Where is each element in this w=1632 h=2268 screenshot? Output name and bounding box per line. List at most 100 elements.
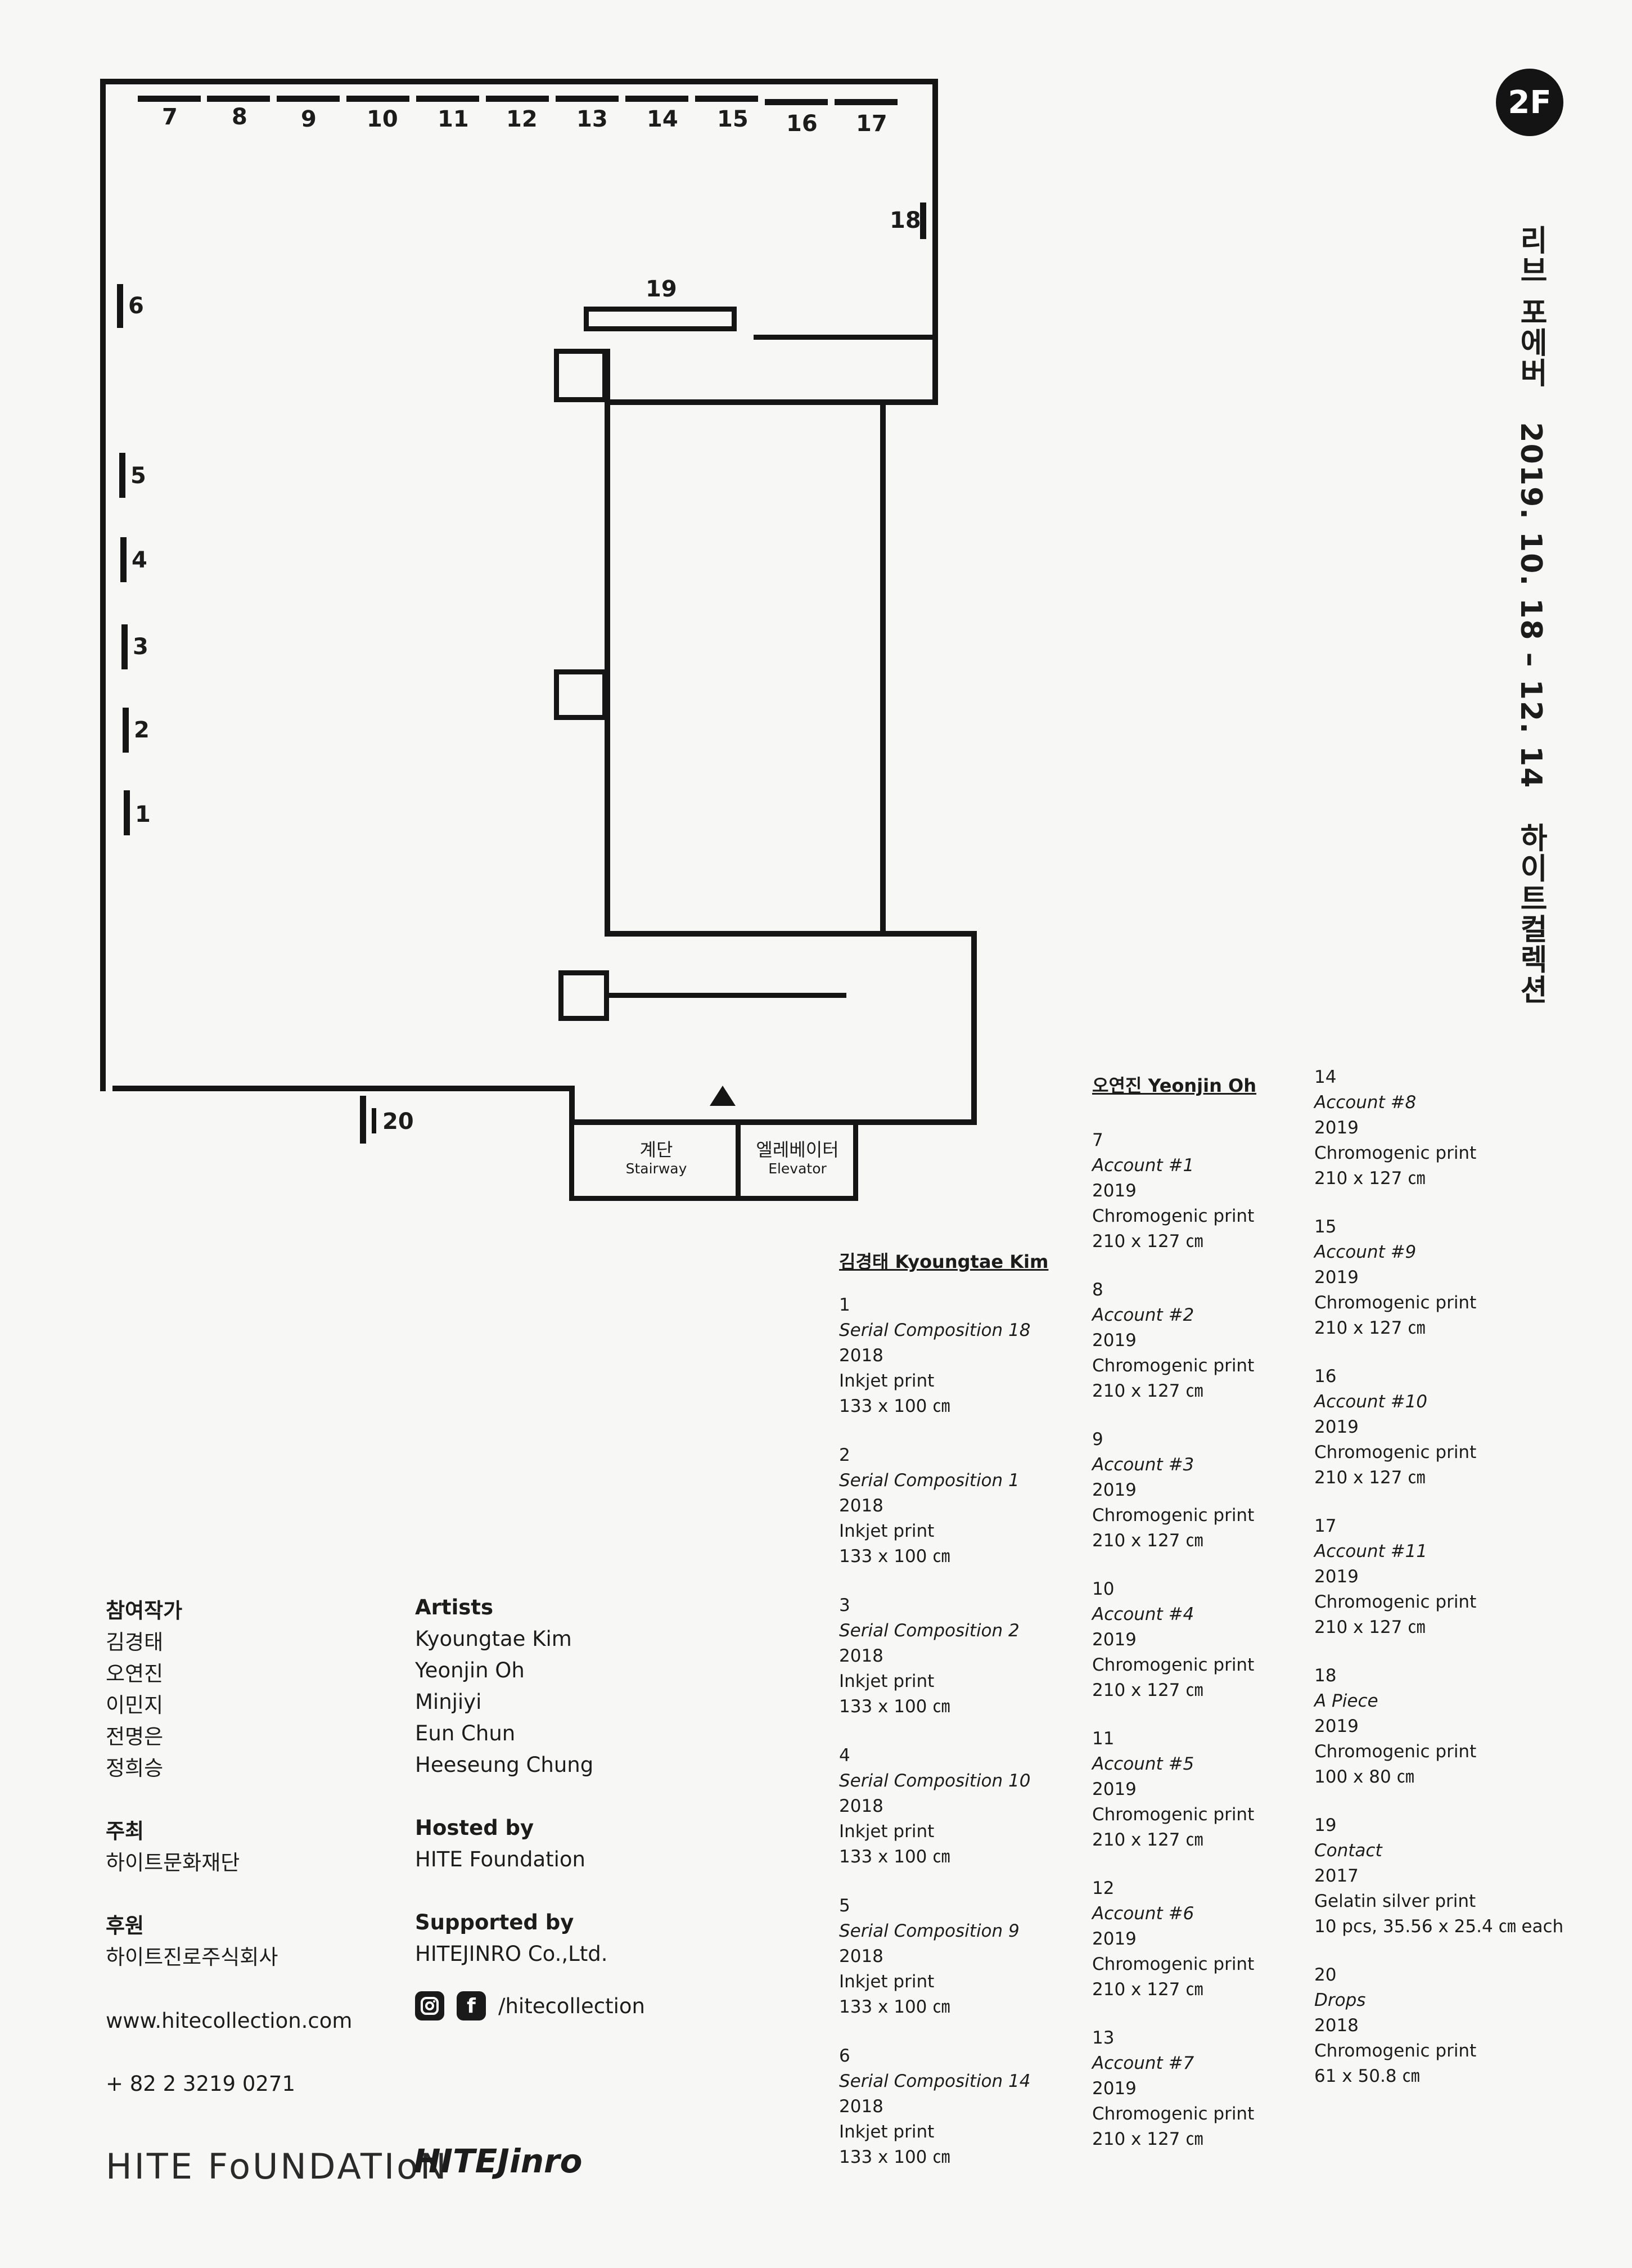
core-top	[605, 399, 938, 405]
host-heading-ko: 주최	[106, 1819, 145, 1843]
plan-number: 6	[128, 293, 144, 319]
work-marker-16	[765, 99, 828, 105]
social-handle[interactable]: /hitecollection	[498, 1994, 645, 2018]
wall-right-upper	[932, 79, 938, 405]
credits-english: Artists Kyoungtae Kim Yeonjin Oh Minjiyi…	[415, 1592, 608, 1970]
work-marker-1	[124, 790, 130, 835]
plan-number: 20	[382, 1109, 414, 1135]
work-marker-20b	[372, 1108, 376, 1133]
exhibition-title: 리브 포에버 2019. 10. 18 – 12. 14 하이트컬렉션	[1514, 225, 1548, 1005]
work-marker-4	[120, 537, 127, 582]
plan-number: 13	[576, 106, 608, 132]
wall-top	[100, 79, 938, 84]
work-marker-8	[207, 96, 270, 102]
plan-number: 1	[135, 802, 151, 827]
credits-korean: 참여작가 김경태 오연진 이민지 전명은 정희승 주최 하이트문화재단 후원 하…	[106, 1595, 278, 1973]
wall-bottom-left	[112, 1086, 574, 1091]
work-marker-13	[556, 96, 619, 102]
work-marker-15	[695, 96, 758, 102]
plan-number: 16	[786, 111, 818, 137]
partition-upper	[754, 335, 934, 340]
artist-header: 김경태 Kyoungtae Kim	[839, 1251, 1049, 1272]
facebook-icon[interactable]: f	[457, 1991, 486, 2020]
hitejinro-logo: HITEJinro	[413, 2142, 583, 2180]
wall-left	[100, 79, 106, 1091]
artists-heading-ko: 참여작가	[106, 1599, 183, 1623]
host-heading-en: Hosted by	[415, 1816, 534, 1840]
core-bottom	[605, 931, 977, 937]
artist-header: 오연진 Yeonjin Oh	[1092, 1075, 1257, 1096]
work-marker-3	[121, 624, 128, 669]
wall-19	[584, 307, 737, 331]
plan-number: 18	[890, 208, 921, 233]
entrance-arrow-icon	[710, 1086, 736, 1106]
core-right	[880, 399, 886, 937]
work-marker-6	[117, 284, 123, 328]
hite-foundation-logo: HITE FoUNDATIoN	[106, 2146, 449, 2187]
website-link[interactable]: www.hitecollection.com	[106, 2009, 353, 2033]
artists-heading-en: Artists	[415, 1595, 493, 1619]
plan-number: 15	[717, 106, 749, 132]
work-marker-5	[119, 453, 125, 498]
support-heading-en: Supported by	[415, 1910, 574, 1934]
work-marker-7	[138, 96, 201, 102]
work-marker-11	[416, 96, 479, 102]
work-marker-20	[360, 1096, 366, 1144]
plan-number: 14	[647, 106, 678, 132]
plan-number: 11	[438, 106, 469, 132]
plan-number: 7	[162, 104, 178, 130]
work-marker-2	[123, 708, 129, 753]
plan-number: 8	[232, 104, 247, 130]
phone-number: + 82 2 3219 0271	[106, 2072, 295, 2096]
core-left	[605, 349, 610, 937]
plan-number: 3	[133, 634, 148, 660]
plan-number: 9	[301, 106, 317, 132]
plan-number: 5	[130, 463, 146, 489]
instagram-icon[interactable]	[415, 1991, 444, 2020]
social-links: f /hitecollection	[415, 1991, 645, 2020]
work-marker-17	[835, 99, 898, 105]
plan-number: 2	[134, 717, 150, 743]
plan-number: 10	[367, 106, 398, 132]
floor-badge: 2F	[1496, 69, 1563, 136]
elevator-room	[736, 1119, 858, 1201]
plan-number: 4	[132, 547, 147, 573]
plan-number: 17	[856, 111, 887, 137]
partition-lower	[607, 993, 846, 998]
plan-number: 12	[506, 106, 538, 132]
plan-number: 19	[646, 276, 677, 302]
wall-bottom-step	[569, 1086, 575, 1125]
work-marker-12	[486, 96, 549, 102]
wall-right-lower	[971, 931, 977, 1125]
work-marker-18	[920, 202, 926, 239]
support-heading-ko: 후원	[106, 1914, 145, 1938]
column-1	[554, 349, 607, 402]
work-marker-14	[625, 96, 688, 102]
work-marker-9	[277, 96, 340, 102]
column-3	[558, 970, 609, 1021]
column-2	[554, 669, 607, 720]
work-marker-10	[346, 96, 409, 102]
